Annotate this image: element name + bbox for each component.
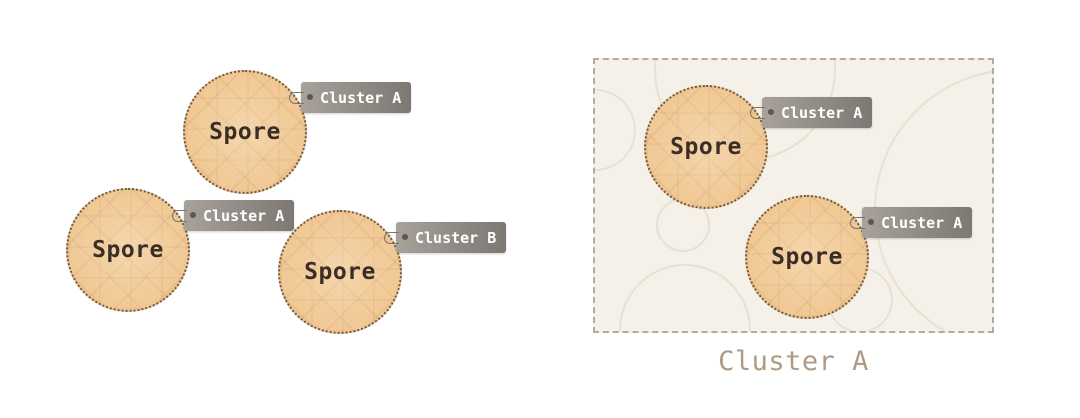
spore-node[interactable]: Spore <box>66 188 190 312</box>
tag-hole-icon <box>402 234 408 240</box>
spore-label: Spore <box>209 119 281 145</box>
spore-node[interactable]: Spore <box>183 70 307 194</box>
cluster-tag-label: Cluster A <box>781 103 863 122</box>
cluster-tag[interactable]: Cluster A <box>750 97 873 128</box>
cluster-tag-label: Cluster A <box>203 206 285 225</box>
spore-label: Spore <box>771 244 843 270</box>
tag-string-icon <box>750 107 765 119</box>
tag-hole-icon <box>190 212 196 218</box>
tag-hole-icon <box>768 109 774 115</box>
tag-string-icon <box>172 210 187 222</box>
spore-label: Spore <box>670 134 742 160</box>
cluster-tag[interactable]: Cluster A <box>850 207 973 238</box>
spore-node[interactable]: Spore <box>644 85 768 209</box>
cluster-tag[interactable]: Cluster A <box>289 82 412 113</box>
cluster-tag-label: Cluster A <box>881 213 963 232</box>
cluster-tag-label: Cluster B <box>415 228 497 247</box>
cluster-tag-label: Cluster A <box>320 88 402 107</box>
cluster-tag[interactable]: Cluster B <box>384 222 507 253</box>
spore-label: Spore <box>92 237 164 263</box>
cluster-caption: Cluster A <box>718 346 869 377</box>
cluster-tag[interactable]: Cluster A <box>172 200 295 231</box>
spore-node[interactable]: Spore <box>278 210 402 334</box>
tag-string-icon <box>289 92 304 104</box>
tag-hole-icon <box>307 94 313 100</box>
spore-label: Spore <box>304 259 376 285</box>
spore-node[interactable]: Spore <box>745 195 869 319</box>
tag-string-icon <box>384 232 399 244</box>
tag-hole-icon <box>868 219 874 225</box>
tag-string-icon <box>850 217 865 229</box>
